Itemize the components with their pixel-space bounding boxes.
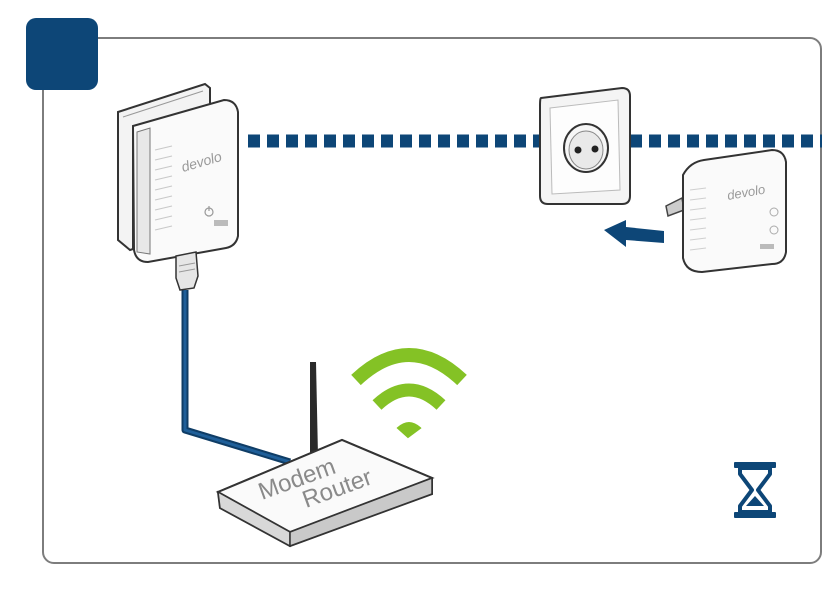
wifi-icon [356,355,462,437]
powerline-adapter-left: devolo [118,84,238,290]
powerline-adapter-right: devolo [666,150,786,272]
wall-socket-icon [540,88,630,204]
arrow-right-icon [604,220,664,247]
hourglass-icon [734,462,776,518]
